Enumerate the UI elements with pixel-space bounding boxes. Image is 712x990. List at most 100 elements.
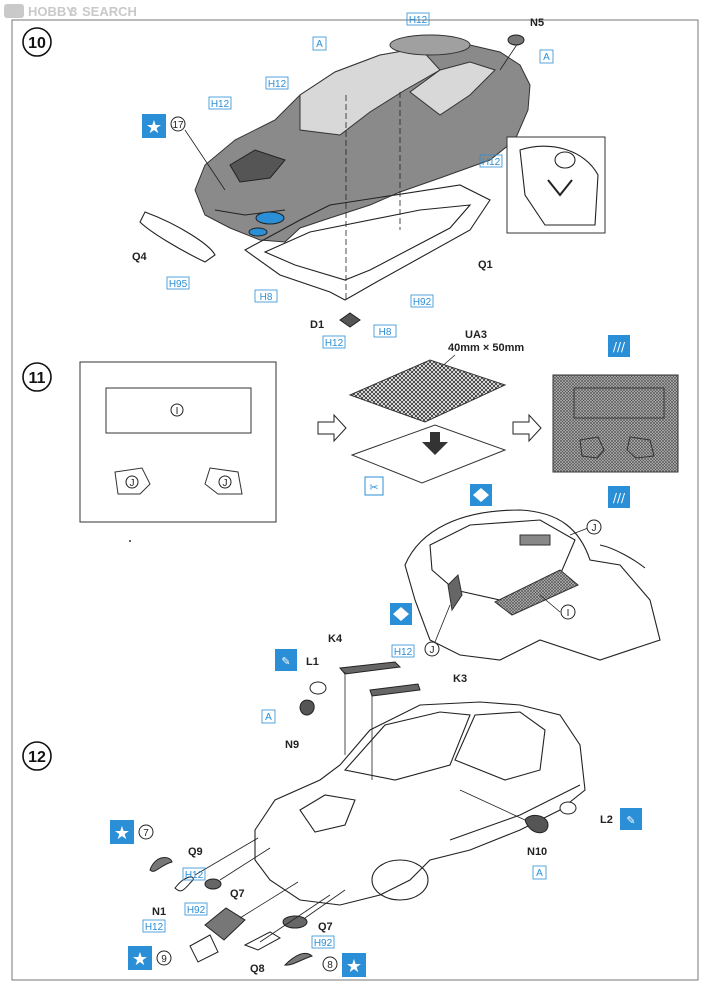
svg-text:3: 3: [70, 4, 77, 19]
svg-text:★: ★: [346, 956, 362, 977]
mesh-size: 40mm × 50mm: [448, 342, 524, 354]
svg-text:H12: H12: [268, 79, 287, 90]
svg-text:H92: H92: [187, 905, 206, 916]
mirror-n9: [299, 699, 315, 716]
svg-text:H12: H12: [482, 157, 501, 168]
car-body-outline: [254, 701, 586, 906]
svg-text:H92: H92: [413, 297, 432, 308]
svg-text:★: ★: [132, 949, 148, 970]
svg-text:H12: H12: [185, 870, 204, 881]
svg-text:H12: H12: [145, 922, 164, 933]
star-decal-icon: ★: [110, 820, 134, 844]
diamond-icon: [470, 484, 492, 506]
flow-arrow: [317, 413, 347, 443]
svg-text:I: I: [567, 608, 570, 619]
fog-lamp: [248, 227, 268, 237]
step-number: 10: [28, 35, 46, 52]
svg-text:8: 8: [327, 960, 333, 971]
glue-icon: ✎: [275, 649, 297, 671]
side-window: [409, 61, 496, 116]
hood-vent: [229, 149, 286, 183]
step-number-badge: [22, 27, 52, 57]
lens-q7: [204, 878, 222, 890]
hood-vent: [299, 794, 356, 833]
svg-text:SEARCH: SEARCH: [82, 4, 137, 19]
color-code: H92: [184, 902, 208, 916]
decal-piece: [149, 857, 173, 872]
color-code: H92: [410, 294, 434, 308]
step-number: 12: [28, 749, 46, 766]
svg-text:J: J: [223, 478, 228, 489]
color-code: H12: [406, 12, 430, 26]
wiper-k3: [369, 683, 421, 697]
part-d1: [339, 312, 361, 328]
svg-text:★: ★: [114, 823, 130, 844]
window-glass-q1: [243, 184, 491, 301]
down-arrow-icon: [422, 432, 448, 455]
part-label-q8: Q8: [250, 963, 265, 975]
svg-text:7: 7: [143, 828, 149, 839]
color-code: H12: [182, 867, 206, 881]
glue-icon: [608, 335, 630, 357]
star-decal-icon: [142, 114, 166, 138]
mirror-l1: [309, 681, 327, 695]
svg-text:I: I: [176, 406, 179, 417]
color-code: H12: [322, 335, 346, 349]
fog-lamp: [255, 211, 285, 225]
part-label-n1: N1: [152, 906, 166, 918]
cutting-template: [79, 361, 277, 523]
page-border: [11, 19, 699, 981]
part-label-d1: D1: [310, 319, 324, 331]
part-label-n5: N5: [530, 17, 544, 29]
glue-icon: ✎: [620, 808, 642, 830]
color-code: H12: [479, 154, 503, 168]
part-label-n9: N9: [285, 739, 299, 751]
svg-text:A: A: [265, 712, 272, 723]
decal-marker: [322, 956, 338, 972]
svg-text:A: A: [536, 868, 543, 879]
glue-icon: [608, 486, 630, 508]
svg-text:H12: H12: [394, 647, 413, 658]
svg-text:✎: ✎: [281, 655, 290, 668]
part-label-q1: Q1: [478, 259, 493, 271]
svg-text:H8: H8: [260, 292, 273, 303]
svg-text:H12: H12: [325, 338, 344, 349]
color-code: H8: [373, 324, 397, 338]
part-label-q7: Q7: [318, 921, 333, 933]
mirror-n10: [524, 814, 549, 834]
interior-body: [404, 509, 661, 661]
paint-code-a: A: [539, 49, 554, 64]
svg-text:H8: H8: [379, 327, 392, 338]
color-code: H92: [311, 935, 335, 949]
star-decal-icon: ★: [128, 946, 152, 970]
part-label-q9: Q9: [188, 846, 203, 858]
detail-inset: [506, 136, 606, 234]
wiper-k4: [339, 661, 402, 675]
step-12: 12 K4 K3 L1 N9 L2 N10 Q9 Q7 N1: [22, 633, 642, 977]
windshield: [343, 711, 471, 781]
svg-text:A: A: [316, 39, 323, 50]
step-number-badge: [22, 741, 52, 771]
svg-text:✎: ✎: [626, 814, 635, 827]
template-cutout-j: [114, 467, 151, 495]
color-code: H12: [208, 96, 232, 110]
mirror-l2: [559, 801, 577, 815]
paint-code-a: A: [261, 709, 276, 724]
front-lip-q4: [139, 211, 216, 263]
part-n5: [507, 34, 525, 46]
part-label-l1: L1: [306, 656, 319, 668]
decal-marker: [170, 116, 186, 132]
svg-text:J: J: [430, 645, 435, 656]
callout-marker: [424, 641, 440, 657]
part-label-q4: Q4: [132, 251, 148, 263]
installed-mesh: [494, 569, 579, 616]
svg-text:★: ★: [146, 117, 162, 138]
part-label-n10: N10: [527, 846, 547, 858]
rear-spoiler: [389, 34, 471, 56]
svg-text:H12: H12: [409, 15, 428, 26]
part-label-q7: Q7: [230, 888, 245, 900]
cut-icon: [364, 476, 384, 496]
color-code: H12: [142, 919, 166, 933]
svg-text:HOBBY: HOBBY: [28, 4, 75, 19]
side-window: [454, 711, 546, 781]
